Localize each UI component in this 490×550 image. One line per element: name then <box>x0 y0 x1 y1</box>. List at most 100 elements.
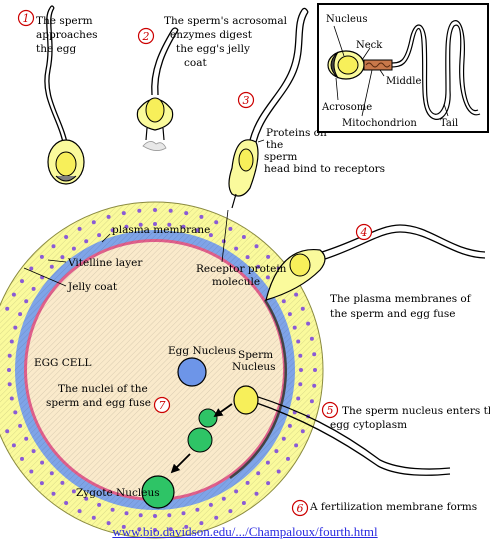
jelly-dot <box>29 470 33 474</box>
jelly-dot <box>228 509 232 513</box>
jelly-dot <box>294 293 298 297</box>
jelly-dot <box>234 247 238 251</box>
step-1-line-2: approaches <box>36 29 98 41</box>
jelly-dot <box>50 471 54 475</box>
jelly-dot <box>299 368 303 372</box>
jelly-dot <box>242 235 246 239</box>
jelly-dot <box>266 461 270 465</box>
jelly-dot <box>246 255 250 259</box>
jelly-dot <box>24 437 28 441</box>
jelly-dot <box>78 509 82 513</box>
step-1-line-3: the egg <box>36 43 76 55</box>
jelly-dot <box>40 481 44 485</box>
jelly-dot <box>310 337 314 341</box>
inset-label-mitochondrion: Mitochondrion <box>342 118 417 129</box>
step-6-text: A fertilization membrane forms <box>309 501 477 513</box>
step-marker-number: 4 <box>360 226 368 239</box>
jelly-dot <box>195 508 199 512</box>
label-jelly-coat: Jelly coat <box>67 281 118 293</box>
step-1-line-1: The sperm <box>36 15 93 27</box>
source-url-link[interactable]: www.bio.davidson.edu/.../Champaloux/four… <box>0 524 490 540</box>
step-4-line-1: The plasma membranes of <box>330 293 472 305</box>
jelly-dot <box>288 424 292 428</box>
jelly-dot <box>107 215 111 219</box>
step-marker-number: 6 <box>297 502 304 515</box>
jelly-dot <box>310 399 314 403</box>
jelly-dot <box>255 492 259 496</box>
label-vitelline-layer: Vitelline layer <box>67 257 143 269</box>
step-4-line-2: the sperm and egg fuse <box>330 308 456 320</box>
step-3-line-2: the <box>266 139 283 151</box>
jelly-dot <box>52 244 56 248</box>
jelly-dot <box>169 209 173 213</box>
jelly-dot <box>266 481 270 485</box>
jelly-dot <box>24 299 28 303</box>
step-marker-6: 6 <box>293 501 308 516</box>
jelly-dot <box>277 470 281 474</box>
jelly-dot <box>20 457 24 461</box>
jelly-dot <box>282 437 286 441</box>
jelly-dot <box>298 354 302 358</box>
jelly-dot <box>256 471 260 475</box>
jelly-dot <box>296 397 300 401</box>
label-receptor-line-2: molecule <box>212 276 260 288</box>
jelly-dot <box>40 255 44 259</box>
label-egg-cell: EGG CELL <box>34 357 91 369</box>
jelly-dot <box>209 503 213 507</box>
jelly-dot <box>222 497 226 501</box>
jelly-dot <box>214 220 218 224</box>
jelly-dot <box>234 489 238 493</box>
step-2-line-1: The sperm's acrosomal <box>164 15 288 27</box>
step-2-line-2: enzymes digest <box>170 29 253 41</box>
jelly-dot <box>282 299 286 303</box>
jelly-dot <box>78 227 82 231</box>
jelly-dot <box>40 461 44 465</box>
inset-nucleus <box>338 56 358 74</box>
egg-nucleus <box>178 358 206 386</box>
jelly-dot <box>184 211 188 215</box>
step-3-line-3: sperm <box>264 151 297 163</box>
jelly-dot <box>298 382 302 386</box>
step-5-line-1: The sperm nucleus enters the <box>342 405 490 417</box>
jelly-dot <box>18 424 22 428</box>
inset-label-nucleus: Nucleus <box>326 14 367 25</box>
jelly-dot <box>72 247 76 251</box>
jelly-dot <box>266 275 270 279</box>
step-marker-number: 7 <box>159 399 166 412</box>
jelly-dot <box>122 211 126 215</box>
jelly-dot <box>10 397 14 401</box>
jelly-dot <box>125 511 129 515</box>
inset-label-neck: Neck <box>356 40 383 51</box>
jelly-dot <box>18 312 22 316</box>
step-2-text: The sperm's acrosomal enzymes digest the… <box>164 15 288 69</box>
jelly-dot <box>13 326 17 330</box>
jelly-dot <box>312 384 316 388</box>
jelly-dot <box>64 501 68 505</box>
jelly-dot <box>8 354 12 358</box>
jelly-dot <box>92 220 96 224</box>
step-7-line-2: sperm and egg fuse <box>46 397 151 409</box>
step-marker-2: 2 <box>139 29 154 44</box>
jelly-dot <box>137 209 141 213</box>
jelly-dot <box>294 443 298 447</box>
jelly-dot <box>5 307 9 311</box>
jelly-dot <box>199 215 203 219</box>
jelly-dot <box>84 239 88 243</box>
step-marker-number: 5 <box>327 404 334 417</box>
step-2-line-3: the egg's jelly <box>176 43 250 55</box>
jelly-dot <box>7 368 11 372</box>
jelly-dot <box>97 503 101 507</box>
jelly-dot <box>64 235 68 239</box>
jelly-dot <box>301 429 305 433</box>
step-3-text: Proteins on the sperm head bind to recep… <box>264 127 385 175</box>
jelly-dot <box>214 516 218 520</box>
step-marker-number: 1 <box>23 12 30 25</box>
jelly-dot <box>20 279 24 283</box>
jelly-dot <box>182 511 186 515</box>
jelly-dot <box>60 481 64 485</box>
step-2-line-4: coat <box>184 57 207 69</box>
jelly-dot <box>13 410 17 414</box>
step-marker-3: 3 <box>239 93 254 108</box>
leader-sperm3-label <box>258 140 264 142</box>
jelly-dot <box>313 368 317 372</box>
